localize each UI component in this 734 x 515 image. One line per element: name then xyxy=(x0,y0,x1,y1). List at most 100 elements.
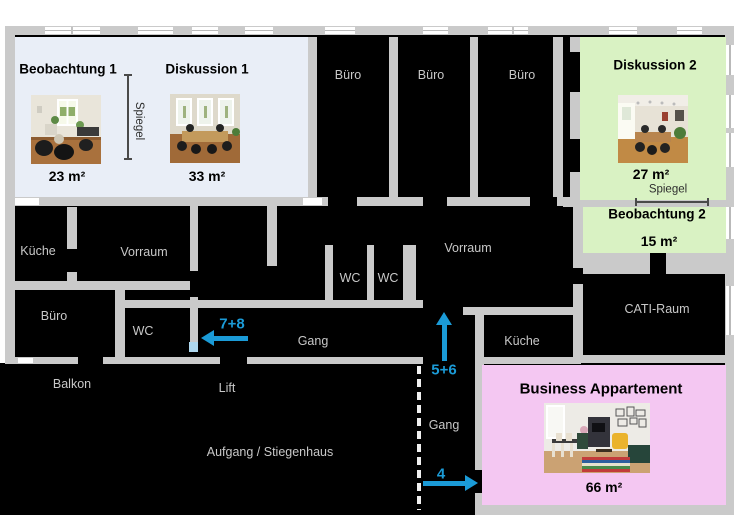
mirror-tick xyxy=(635,198,637,206)
mirror-tick xyxy=(124,74,132,76)
room-area-beobachtung-1: 23 m² xyxy=(48,168,86,184)
room-title-beobachtung-2: Beobachtung 2 xyxy=(608,206,706,222)
room-area-business-appartement: 66 m² xyxy=(585,479,623,495)
wall xyxy=(475,357,581,364)
room-label-k-che: Küche xyxy=(504,333,540,348)
door-opening xyxy=(423,197,447,206)
room-label-gang: Gang xyxy=(297,333,329,348)
photo-beobachtung-1 xyxy=(31,95,101,164)
wall xyxy=(5,281,197,290)
room-label-wc: WC xyxy=(132,323,154,338)
wall xyxy=(573,207,583,363)
wall xyxy=(573,355,734,363)
wall xyxy=(570,37,580,200)
mirror-tick xyxy=(124,158,132,160)
mirror-tick xyxy=(707,198,709,206)
room-title-beobachtung-1: Beobachtung 1 xyxy=(19,61,117,77)
mirror-label: Spiegel xyxy=(648,183,688,196)
wall xyxy=(475,505,734,515)
wall xyxy=(563,200,726,207)
window-mullion xyxy=(512,26,514,34)
door-opening xyxy=(570,52,580,92)
arrow-head-route-5-6 xyxy=(436,312,452,325)
arrow-label-route-5-6: 5+6 xyxy=(431,361,457,379)
mirror-label: Spiegel xyxy=(132,101,145,141)
arrow-head-route-4 xyxy=(465,475,478,491)
room-label-balkon: Balkon xyxy=(52,376,92,391)
room-beobachtung-2 xyxy=(583,207,726,253)
interior-window xyxy=(303,198,322,205)
window-glass-line xyxy=(729,45,731,75)
wall xyxy=(475,315,484,505)
interior-window xyxy=(15,198,39,205)
room-label-wc: WC xyxy=(377,270,399,285)
room-title-business-appartement: Business Appartement xyxy=(519,380,683,398)
door-opening xyxy=(67,249,77,272)
wall xyxy=(463,307,573,315)
window-glass-line xyxy=(677,29,702,31)
wall xyxy=(725,26,734,515)
window-glass-line xyxy=(138,29,173,31)
room-label-b-ro: Büro xyxy=(417,67,445,82)
room-label-lift: Lift xyxy=(218,380,236,395)
room-label-b-ro: Büro xyxy=(334,67,362,82)
wall xyxy=(367,245,374,303)
window-glass-line xyxy=(609,29,637,31)
wall xyxy=(267,203,277,266)
photo-diskussion-2 xyxy=(618,95,688,163)
arrow-head-route-7-8 xyxy=(201,330,214,346)
window-glass-line xyxy=(325,29,355,31)
mirror-line xyxy=(637,201,707,203)
window-glass-line xyxy=(729,133,731,167)
window-glass-line xyxy=(192,29,218,31)
door-opening xyxy=(328,197,357,206)
door-marker xyxy=(189,342,198,352)
window-mullion xyxy=(71,26,73,34)
window-glass-line xyxy=(729,95,731,128)
door-opening xyxy=(530,197,557,206)
wall xyxy=(553,37,563,197)
wall xyxy=(325,245,333,303)
wall xyxy=(7,26,730,35)
wall xyxy=(573,253,726,274)
room-label-b-ro: Büro xyxy=(40,308,68,323)
dashed-boundary-line xyxy=(417,366,421,510)
photo-business-appartement xyxy=(544,403,650,473)
window-glass-line xyxy=(488,29,528,31)
window-glass-line xyxy=(245,29,273,31)
room-label-vorraum: Vorraum xyxy=(120,244,168,259)
room-label-cati-raum: CATI-Raum xyxy=(624,301,690,316)
arrow-label-route-7-8: 7+8 xyxy=(219,315,245,333)
arrow-label-route-4: 4 xyxy=(436,465,446,483)
wall xyxy=(5,26,15,363)
room-label-k-che: Küche xyxy=(20,243,56,258)
room-label-aufgang-stiegenhaus: Aufgang / Stiegenhaus xyxy=(206,444,334,459)
door-opening xyxy=(475,470,484,493)
wall xyxy=(470,37,478,197)
wall xyxy=(389,37,398,197)
wall xyxy=(67,207,77,281)
wall xyxy=(5,197,573,206)
wall xyxy=(403,245,416,303)
door-opening xyxy=(220,357,247,364)
room-area-diskussion-2: 27 m² xyxy=(632,166,670,182)
wall xyxy=(5,357,423,364)
window-glass-line xyxy=(729,207,731,239)
room-area-beobachtung-2: 15 m² xyxy=(640,233,678,249)
wall xyxy=(115,283,125,364)
room-label-gang: Gang xyxy=(428,417,460,432)
room-area-diskussion-1: 33 m² xyxy=(188,168,226,184)
photo-diskussion-1 xyxy=(170,94,240,163)
room-title-diskussion-2: Diskussion 2 xyxy=(613,57,697,73)
wall xyxy=(308,37,317,197)
window-glass-line xyxy=(423,29,448,31)
door-opening xyxy=(650,253,666,274)
window-glass-line xyxy=(729,286,731,335)
room-label-b-ro: Büro xyxy=(508,67,536,82)
arrow-shaft-route-5-6 xyxy=(441,325,447,361)
arrow-shaft-route-4 xyxy=(423,480,465,486)
room-label-vorraum: Vorraum xyxy=(444,240,492,255)
door-opening xyxy=(78,357,103,364)
wall xyxy=(125,300,423,308)
